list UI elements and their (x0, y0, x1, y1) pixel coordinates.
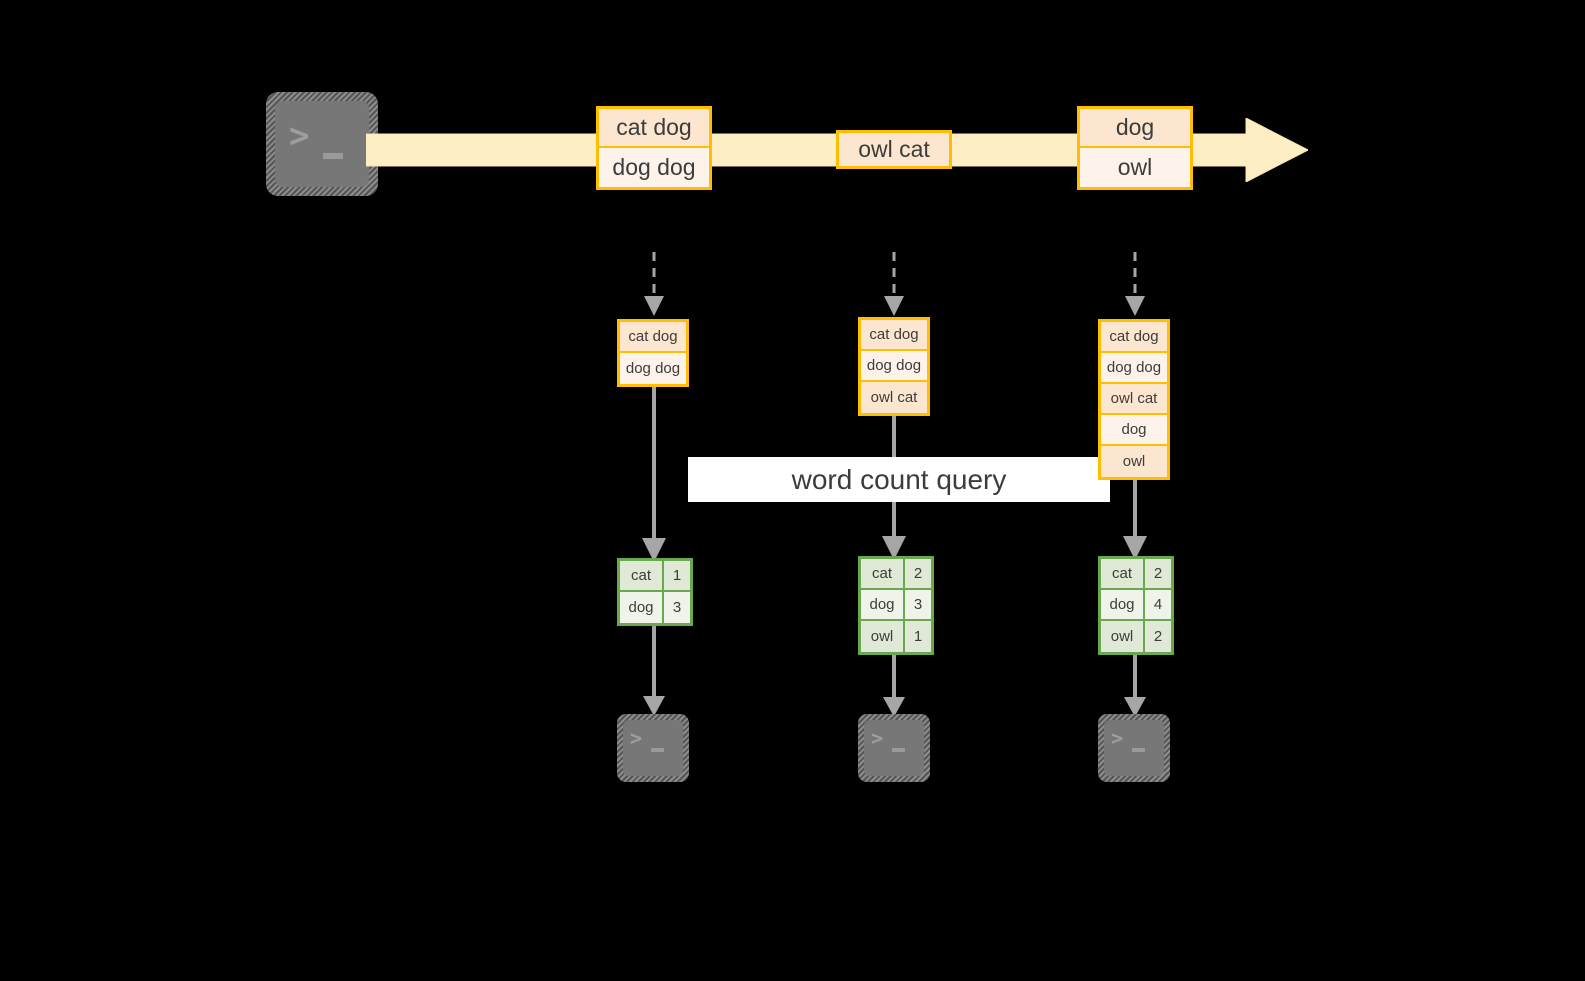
accumulated-records-stage-3: cat dog dog dog owl cat dog owl (1098, 319, 1170, 480)
accumulated-record: dog dog (620, 353, 686, 384)
word-count-table-stage-1: cat 1 dog 3 (617, 558, 693, 626)
terminal-screen: > (623, 720, 683, 776)
table-row: dog 3 (620, 592, 690, 623)
word-count-table-stage-3: cat 2 dog 4 owl 2 (1098, 556, 1174, 655)
accumulated-record: cat dog (620, 322, 686, 353)
sink-connector-stage-3 (1119, 653, 1151, 719)
count-word: cat (861, 559, 905, 588)
stream-record: cat dog (599, 109, 709, 148)
table-row: cat 2 (1101, 559, 1171, 590)
table-row: dog 4 (1101, 590, 1171, 621)
terminal-screen: > (275, 101, 369, 187)
accumulated-record: cat dog (1101, 322, 1167, 353)
terminal-prompt-chevron: > (630, 726, 643, 750)
table-row: dog 3 (861, 590, 931, 621)
count-word: owl (861, 621, 905, 652)
stream-record: owl (1080, 148, 1190, 187)
sink-terminal-icon-stage-3: > (1098, 714, 1170, 782)
count-value: 3 (664, 592, 690, 623)
query-connector-stage-1 (638, 382, 670, 564)
count-value: 2 (905, 559, 931, 588)
dashed-connector-stage-3 (1119, 252, 1151, 320)
terminal-cursor-underscore (892, 748, 905, 752)
dashed-connector-stage-1 (638, 252, 670, 320)
table-row: cat 1 (620, 561, 690, 592)
stream-record: dog dog (599, 148, 709, 187)
stream-event-group-2: owl cat (836, 130, 952, 169)
count-value: 2 (1145, 559, 1171, 588)
count-value: 1 (905, 621, 931, 652)
count-value: 3 (905, 590, 931, 619)
terminal-prompt-chevron: > (1111, 726, 1124, 750)
sink-connector-stage-1 (638, 624, 670, 718)
count-word: dog (861, 590, 905, 619)
accumulated-record: dog dog (861, 351, 927, 382)
terminal-cursor-underscore (651, 748, 664, 752)
sink-terminal-icon-stage-1: > (617, 714, 689, 782)
query-connector-stage-3 (1119, 474, 1151, 562)
count-word: cat (620, 561, 664, 590)
table-row: cat 2 (861, 559, 931, 590)
terminal-screen: > (1104, 720, 1164, 776)
accumulated-records-stage-1: cat dog dog dog (617, 319, 689, 387)
accumulated-record: owl (1101, 446, 1167, 477)
sink-connector-stage-2 (878, 653, 910, 719)
count-value: 1 (664, 561, 690, 590)
terminal-prompt-chevron: > (289, 116, 310, 156)
stream-record: dog (1080, 109, 1190, 148)
count-word: cat (1101, 559, 1145, 588)
dashed-connector-stage-2 (878, 252, 910, 320)
sink-terminal-icon-stage-2: > (858, 714, 930, 782)
stream-event-group-3: dog owl (1077, 106, 1193, 190)
terminal-screen: > (864, 720, 924, 776)
terminal-prompt-chevron: > (871, 726, 884, 750)
count-word: dog (620, 592, 664, 623)
accumulated-record: cat dog (861, 320, 927, 351)
count-value: 4 (1145, 590, 1171, 619)
accumulated-record: owl cat (1101, 384, 1167, 415)
accumulated-record: owl cat (861, 382, 927, 413)
accumulated-record: dog dog (1101, 353, 1167, 384)
count-word: owl (1101, 621, 1145, 652)
stream-event-group-1: cat dog dog dog (596, 106, 712, 190)
word-count-table-stage-2: cat 2 dog 3 owl 1 (858, 556, 934, 655)
table-row: owl 1 (861, 621, 931, 652)
accumulated-records-stage-2: cat dog dog dog owl cat (858, 317, 930, 416)
stream-record: owl cat (839, 133, 949, 166)
table-row: owl 2 (1101, 621, 1171, 652)
count-word: dog (1101, 590, 1145, 619)
accumulated-record: dog (1101, 415, 1167, 446)
count-value: 2 (1145, 621, 1171, 652)
terminal-cursor-underscore (1132, 748, 1145, 752)
word-count-query-label: word count query (688, 457, 1110, 502)
source-terminal-icon: > (266, 92, 378, 196)
terminal-cursor-underscore (323, 153, 343, 159)
